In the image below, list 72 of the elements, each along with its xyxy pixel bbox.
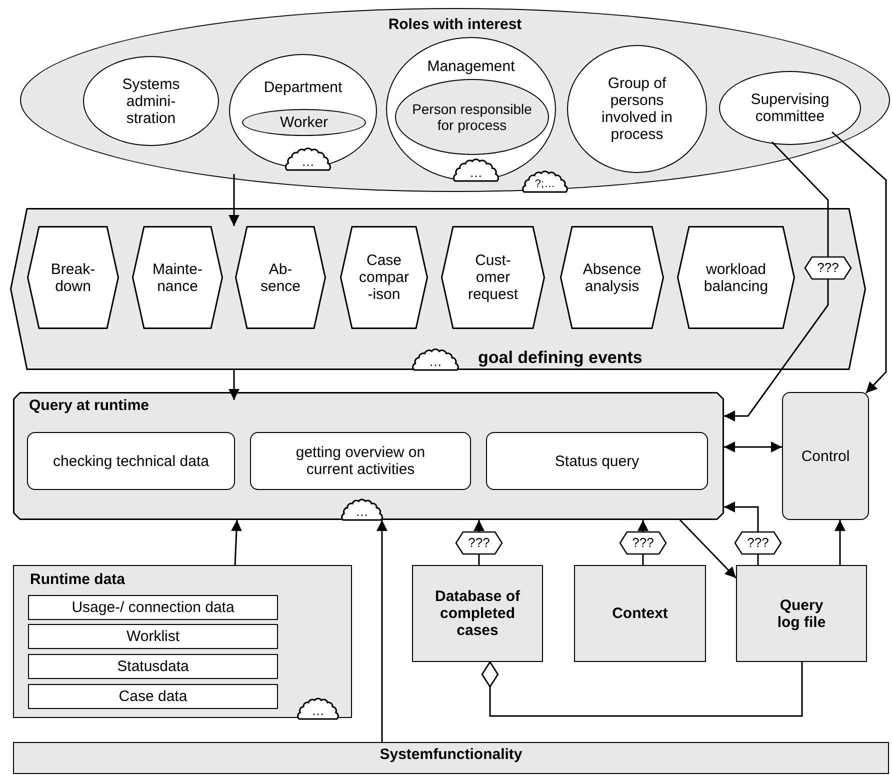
heading-text: goal defining events [478,348,642,368]
label-text: Systems admini- stration [121,76,181,126]
ellipsis-cloud [523,171,567,192]
edge-label: ??? [619,531,667,555]
heading-text: Database of completed cases [434,588,522,639]
ellipsis-text: ?;… [534,178,556,191]
label-text: Worklist [126,628,180,645]
label-text: Management [427,58,515,75]
data-row [28,624,278,649]
ellipsis-text: … [302,154,314,169]
arrow [679,519,737,579]
label-text: Case compar -ison [358,252,410,303]
data-store-box [412,565,543,662]
label-text: Case data [118,688,188,705]
heading-text: Query log file [776,596,827,630]
label-text: Break- down [50,260,96,294]
ellipsis-text: … [312,703,324,718]
heading-text: Roles with interest [388,16,522,33]
label-text: Department [264,79,342,96]
function-box [27,432,235,490]
arrow [228,370,240,400]
data-store-box [574,565,706,662]
arrow [832,131,887,394]
label-text: Worker [280,114,328,131]
heading-text: Systemfunctionality [380,746,522,763]
label-text: Absence analysis [582,260,642,294]
data-row [28,654,278,679]
events-band [10,208,866,370]
arrow [228,174,240,226]
arrow [376,520,388,742]
label-text: Status query [554,452,640,470]
system-bar [13,742,889,774]
label-text: workload balancing [702,260,770,294]
edge-label: ??? [734,531,782,555]
arrow [724,141,829,422]
label-text: Group of persons involved in process [600,75,674,143]
heading-text: Query at runtime [29,397,150,414]
query-panel [13,392,724,520]
label-text: Control [801,448,850,464]
label-text: Usage-/ connection data [72,599,234,616]
event-hexagon [677,226,795,329]
ellipsis-cloud [454,159,498,181]
ellipsis-cloud [413,349,458,370]
heading-text: Context [612,605,668,622]
ellipsis-cloud [342,499,382,520]
data-panel [13,565,352,718]
arrow [834,520,846,565]
label-text: checking technical data [53,452,209,470]
control-box [782,392,869,520]
role-ellipse [395,79,549,155]
label-text: Mainte- nance [151,260,204,294]
edge-label: ??? [455,531,503,555]
data-store-box [736,565,867,662]
data-row [28,684,278,709]
ellipsis-cloud [298,698,338,719]
ellipsis-text: … [429,354,442,369]
label-text: Supervising committee [750,91,830,125]
arrow [724,442,782,452]
label-text: Statusdata [117,658,189,675]
heading-text: Runtime data [30,571,126,588]
arrow [231,520,242,566]
function-box [486,432,708,490]
label-text: Person responsible for process [412,101,532,133]
event-hexagon [340,226,428,329]
label-text: getting overview on current activities [294,444,426,478]
ellipsis-cloud [286,148,330,170]
data-row [28,595,278,620]
ellipsis-text: … [470,165,482,180]
ellipsis-text: … [356,504,368,519]
label-text: Ab- sence [259,260,302,294]
function-box [250,432,471,490]
label-text: Cust- omer request [466,252,520,303]
